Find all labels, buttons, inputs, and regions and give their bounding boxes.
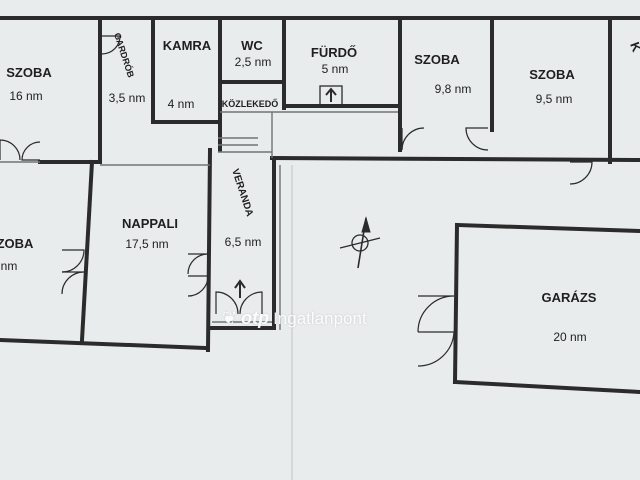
wall-corridor-bottom bbox=[269, 155, 640, 163]
watermark-logo: otp bbox=[241, 308, 270, 328]
entrance-arrow-icon bbox=[319, 85, 343, 107]
wall-garazs-left bbox=[452, 222, 460, 385]
room-name: K bbox=[627, 40, 640, 55]
room-label-furdo: FÜRDŐ 5 nm bbox=[311, 45, 357, 76]
room-label-szoba-95: SZOBA 9,5 nm bbox=[529, 67, 575, 106]
door-garazs-a bbox=[417, 295, 455, 333]
room-name: KÖZLEKEDŐ bbox=[222, 98, 279, 109]
room-name: SZOBA bbox=[6, 65, 52, 80]
room-area: 2,5 nm bbox=[235, 55, 272, 69]
room-area: 6,5 nm bbox=[225, 235, 262, 249]
entrance-arrow-icon bbox=[234, 279, 246, 298]
room-area: 20 nm bbox=[553, 330, 586, 344]
wall-bottom-left bbox=[0, 337, 209, 351]
door-swings bbox=[0, 35, 593, 367]
room-label-wc: WC 2,5 nm bbox=[235, 38, 272, 69]
room-area: 17,5 nm bbox=[125, 237, 168, 251]
room-area: 9,8 nm bbox=[435, 82, 472, 96]
room-name: SZOBA bbox=[529, 67, 575, 82]
watermark-text: Ingatlanpont bbox=[273, 308, 367, 328]
room-label-szoba-98: SZOBA 9,8 nm bbox=[414, 52, 471, 96]
room-label-k: K bbox=[627, 40, 640, 55]
room-name: WC bbox=[241, 38, 263, 53]
room-label-garazs: GARÁZS 20 nm bbox=[542, 290, 597, 344]
room-name: GARÁZS bbox=[542, 290, 597, 305]
door-nappali-b bbox=[187, 275, 209, 297]
room-name: SZOBA bbox=[414, 52, 460, 67]
wall-nappali-right bbox=[205, 147, 213, 353]
door-veranda-b bbox=[239, 291, 263, 315]
room-area: 9,5 nm bbox=[536, 92, 573, 106]
room-label-kamra: KAMRA 4 nm bbox=[163, 38, 212, 111]
wall-nappali-left bbox=[79, 159, 95, 343]
room-label-nappali: NAPPALI 17,5 nm bbox=[122, 216, 178, 251]
door-garazs-b bbox=[417, 331, 455, 367]
room-name: FÜRDŐ bbox=[311, 45, 357, 60]
otp-logo-icon: ❦ bbox=[222, 308, 238, 328]
door-szoba98-b bbox=[465, 127, 489, 151]
compass-icon bbox=[339, 216, 381, 269]
room-area: 16 nm bbox=[9, 89, 42, 103]
wall-garazs-bottom bbox=[452, 379, 640, 395]
room-label-zoba: ZOBA 8 nm bbox=[0, 236, 34, 273]
room-name: NAPPALI bbox=[122, 216, 178, 231]
door-zoba-b bbox=[61, 271, 85, 295]
room-label-szoba-16: SZOBA 16 nm bbox=[6, 65, 52, 103]
room-label-kozlekedo: KÖZLEKEDŐ bbox=[222, 98, 279, 109]
room-area: 3,5 nm bbox=[109, 91, 146, 105]
wall-garazs-top bbox=[454, 222, 640, 234]
room-name: ZOBA bbox=[0, 236, 34, 251]
thin-lines bbox=[0, 111, 398, 330]
door-veranda-a bbox=[215, 291, 239, 315]
door-nappali-a bbox=[187, 253, 209, 275]
watermark: ❦ otp Ingatlanpont bbox=[222, 308, 367, 329]
door-szoba95 bbox=[569, 161, 593, 185]
door-szoba98 bbox=[401, 127, 425, 151]
room-area: 8 nm bbox=[0, 259, 17, 273]
room-name: KAMRA bbox=[163, 38, 212, 53]
door-gardrob bbox=[101, 35, 121, 55]
door-szoba16-b bbox=[21, 141, 41, 161]
door-szoba16 bbox=[0, 139, 21, 161]
room-area: 4 nm bbox=[168, 97, 195, 111]
room-area: 5 nm bbox=[322, 62, 349, 76]
